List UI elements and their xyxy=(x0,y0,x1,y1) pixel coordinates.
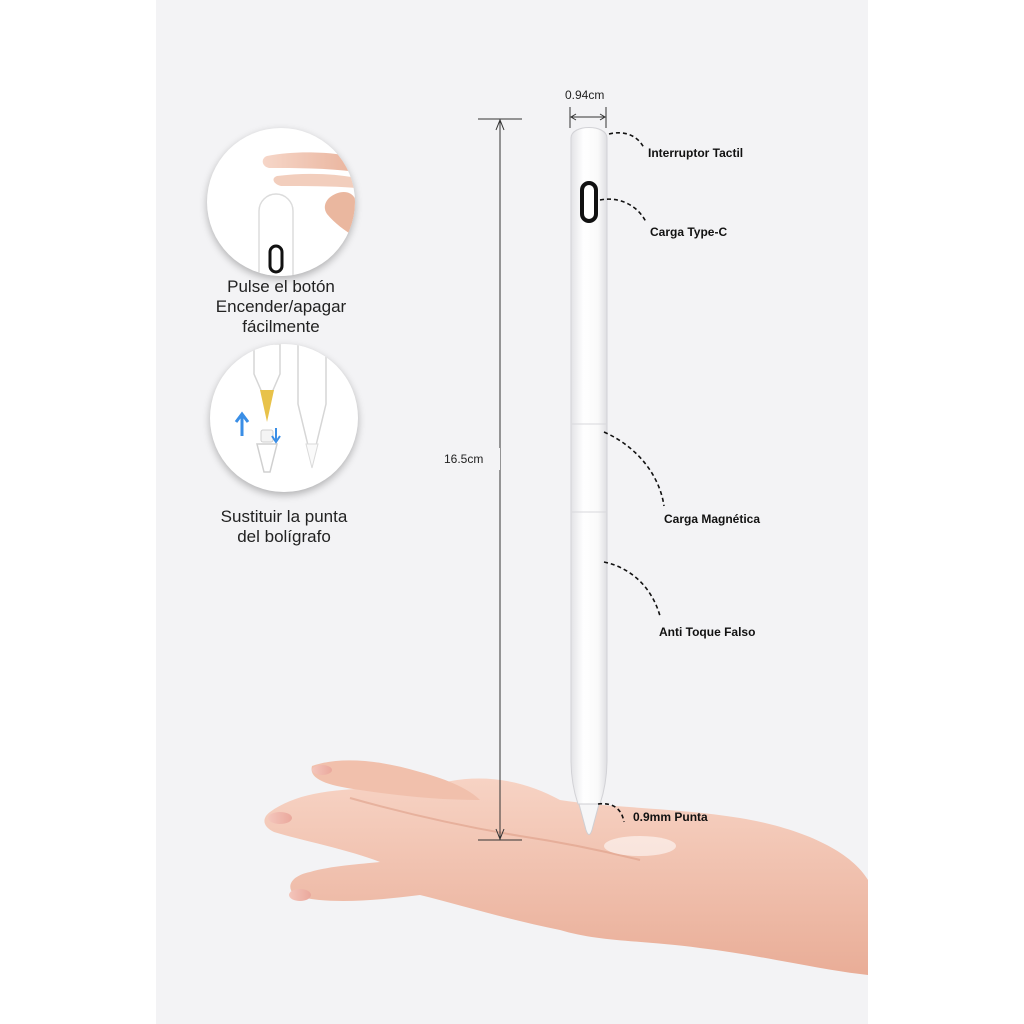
width-dimension-line xyxy=(569,107,607,128)
caption-line: del bolígrafo xyxy=(237,527,331,546)
caption-line: Sustituir la punta xyxy=(220,507,348,526)
type-c-charging-callout: Carga Type-C xyxy=(650,225,728,239)
type-c-port xyxy=(580,181,598,223)
replace-tip-feature-image xyxy=(210,344,358,492)
replace-tip-caption: Sustituir la punta del bolígrafo xyxy=(186,507,382,547)
touch-switch-caption: Pulse el botón Encender/apagar fácilment… xyxy=(186,277,376,337)
hand-image xyxy=(264,760,868,975)
callout-arrows xyxy=(597,132,665,823)
touch-switch-callout: Interruptor Tactil xyxy=(648,146,744,160)
replace-tip-icon xyxy=(234,344,327,473)
length-label: 16.5cm xyxy=(444,452,484,466)
stylus-pen xyxy=(570,127,608,835)
magnetic-charging-callout: Carga Magnética xyxy=(664,512,761,526)
length-dimension-line xyxy=(440,118,522,841)
anti-false-touch-callout: Anti Toque Falso xyxy=(659,625,756,639)
caption-line: fácilmente xyxy=(242,317,320,336)
touch-switch-feature-image xyxy=(207,128,355,276)
tip-size-callout: 0.9mm Punta xyxy=(633,810,708,824)
caption-line: Pulse el botón xyxy=(227,277,335,296)
caption-line: Encender/apagar xyxy=(215,297,347,316)
width-label: 0.94cm xyxy=(565,88,605,102)
tap-touch-switch-icon xyxy=(258,152,355,276)
